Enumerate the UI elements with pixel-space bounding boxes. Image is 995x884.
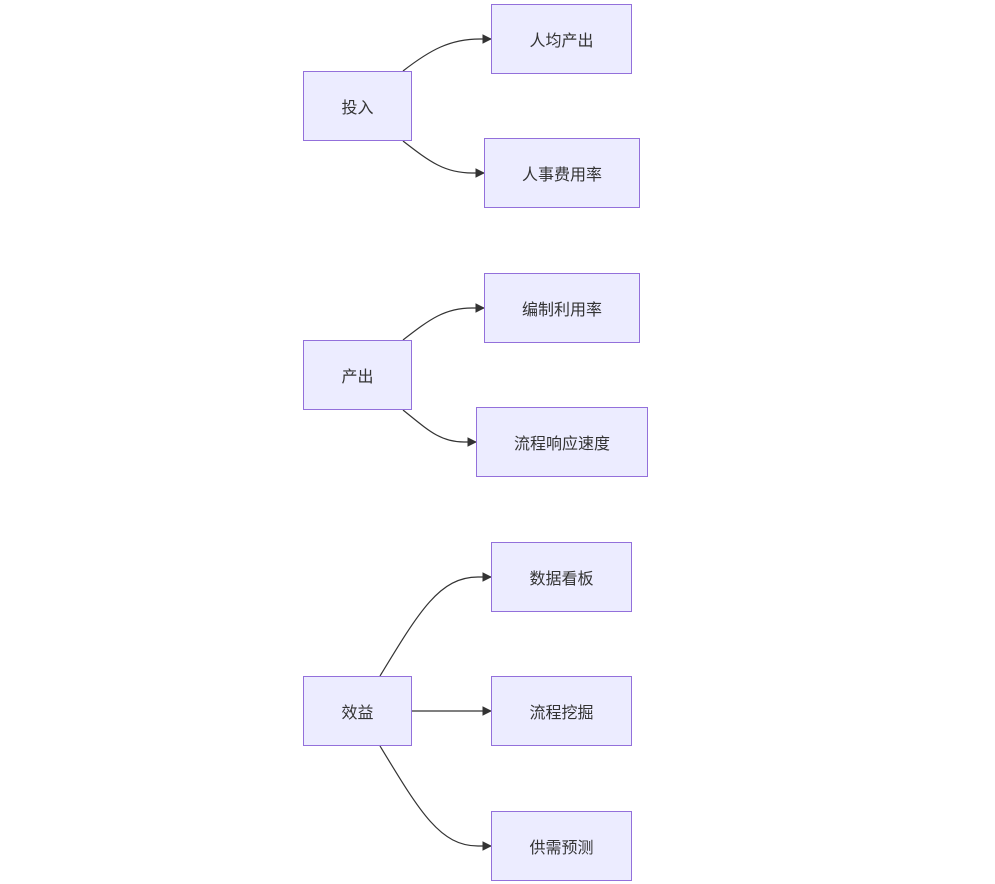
edge-touru-to-renjun [402,34,492,72]
edge-xiaoyi-to-shuju [379,572,492,677]
node-touru: 投入 [303,71,412,141]
edge-xiaoyi-to-gongxu [379,745,492,851]
edge-chanchu-to-bianzhi [402,303,485,341]
node-xiaoyi: 效益 [303,676,412,746]
edge-touru-to-renshi [402,140,485,178]
node-chanchu: 产出 [303,340,412,410]
node-renshi-feiyonglv: 人事费用率 [484,138,640,208]
node-liucheng-xiangying-sudu: 流程响应速度 [476,407,648,477]
node-gongxu-yuce: 供需预测 [491,811,632,881]
edge-chanchu-to-liucheng [402,409,477,447]
node-bianzhi-liyonglv: 编制利用率 [484,273,640,343]
node-renjun-chanchu: 人均产出 [491,4,632,74]
node-liucheng-wajue: 流程挖掘 [491,676,632,746]
node-shuju-kanban: 数据看板 [491,542,632,612]
